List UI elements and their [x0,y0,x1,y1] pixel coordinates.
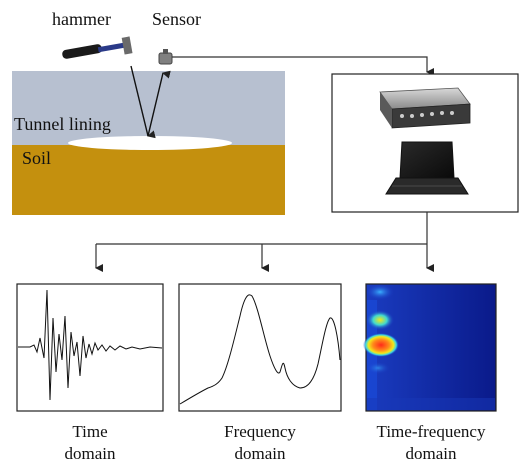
energy-hotspot [363,333,399,357]
laptop-icon [385,141,469,195]
tunnel-lining-label: Tunnel lining [14,114,111,134]
sensor-icon [158,49,173,65]
data-acquisition-device-icon [379,87,471,129]
tunnel-cross-section: Tunnel lining Soil [12,65,285,215]
void-ellipse [68,136,232,150]
soil-layer [12,145,285,215]
soil-label: Soil [22,148,51,168]
frequency-domain-caption-line2: domain [235,444,286,463]
time-frequency-caption-line2: domain [406,444,457,463]
time-domain-caption-line1: Time [72,422,107,441]
frequency-domain-caption-line1: Frequency [224,422,296,441]
time-frequency-spectrogram [363,283,497,412]
hammer-icon [62,36,133,59]
incident-wave-arrow [130,65,156,139]
signal-cable [172,56,434,76]
time-domain-caption-line2: domain [65,444,116,463]
frequency-domain-panel [178,283,342,412]
time-frequency-caption-line1: Time-frequency [377,422,486,441]
output-arrows [95,212,434,272]
hammer-label: hammer [52,9,111,29]
reflected-wave-arrow [147,70,171,137]
time-domain-waveform [18,289,163,401]
frequency-domain-spectrum [179,294,341,405]
sensor-label: Sensor [152,9,201,29]
